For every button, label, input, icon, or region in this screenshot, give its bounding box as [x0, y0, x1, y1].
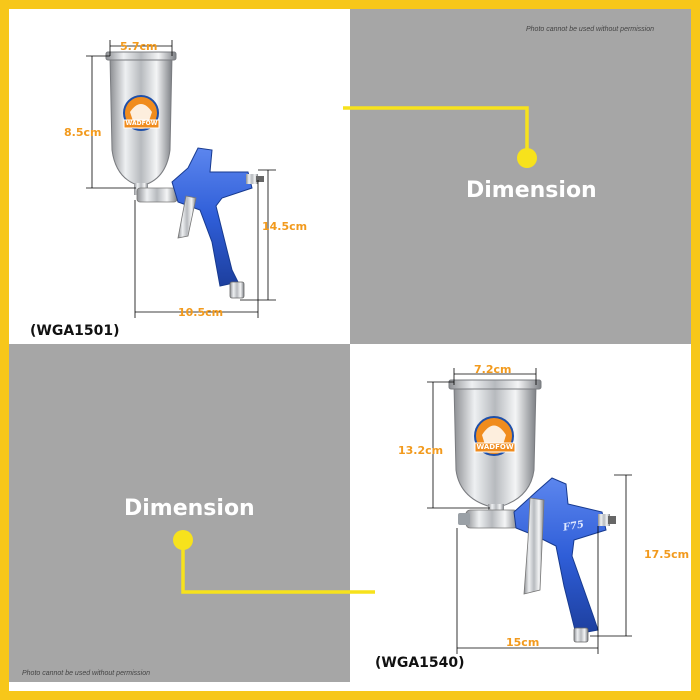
dimension-lines-top — [86, 40, 276, 318]
model-label-bottom: (WGA1540) — [375, 655, 465, 671]
dimension-lines-bottom — [427, 368, 632, 654]
model-label-top: (WGA1501) — [30, 323, 120, 339]
brand-wordmark-bottom: WADFOW — [476, 443, 514, 451]
dim-length-top: 10.5cm — [178, 306, 224, 319]
dim-cup-width-bottom: 7.2cm — [474, 363, 512, 376]
disclaimer-bottom: Photo cannot be used without permission — [22, 670, 151, 677]
dim-cup-height-bottom: 13.2cm — [398, 444, 444, 457]
panel-bottom-left — [9, 344, 350, 682]
dim-cup-width-top: 5.7cm — [120, 40, 158, 53]
spray-gun-wga1540 — [448, 379, 616, 643]
connector-dot-bottom — [173, 530, 193, 550]
brand-wordmark-top: WADFOW — [125, 120, 158, 127]
dim-height-bottom: 17.5cm — [644, 548, 690, 561]
connector-bottom — [181, 540, 375, 594]
panel-top-right — [350, 9, 691, 344]
dimension-heading-bottom: Dimension — [124, 496, 255, 521]
dim-length-bottom: 15cm — [506, 636, 540, 649]
dim-cup-height-top: 8.5cm — [64, 126, 102, 139]
spray-gun-wga1501 — [105, 51, 264, 299]
connector-top — [343, 106, 529, 158]
dimension-heading-top: Dimension — [466, 178, 597, 203]
dim-height-top: 14.5cm — [262, 220, 308, 233]
connector-dot-top — [517, 148, 537, 168]
disclaimer-top: Photo cannot be used without permission — [526, 26, 655, 33]
